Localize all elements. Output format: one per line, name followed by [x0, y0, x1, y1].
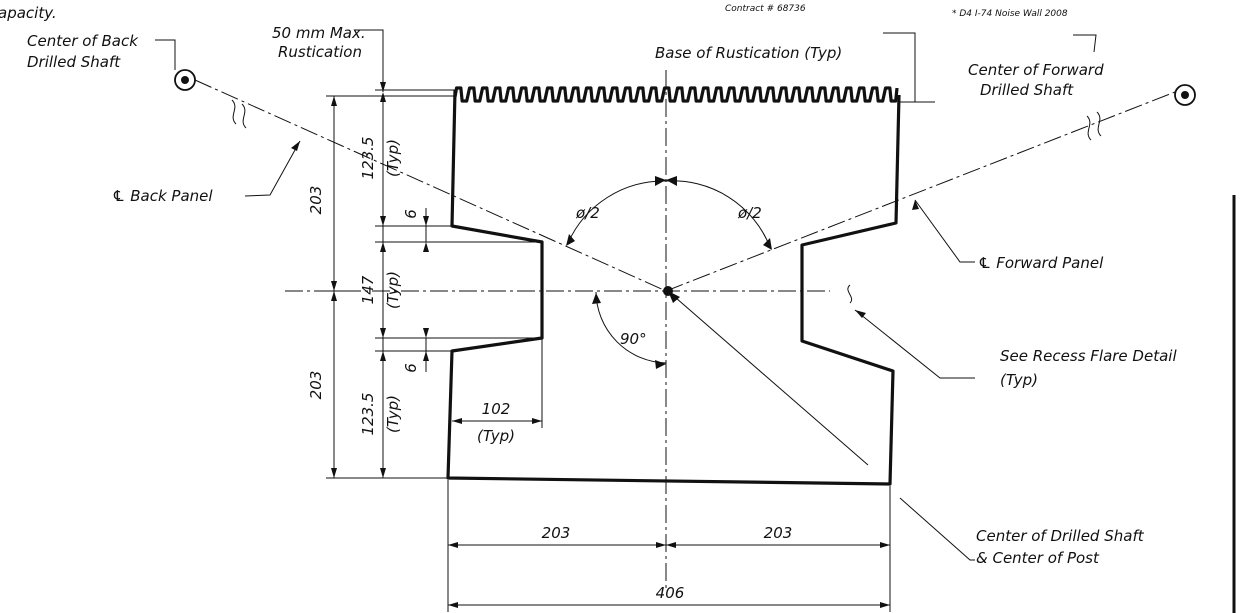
- dim-recess-depth: 102: [482, 400, 511, 418]
- header-note: apacity.: [0, 4, 57, 22]
- angle-90-label: 90°: [620, 330, 647, 348]
- back-panel-label: ℄ Back Panel: [112, 187, 213, 205]
- dim-recess: 147: [359, 275, 377, 304]
- dim-upper-flare: 6: [402, 209, 420, 219]
- back-shaft-label-2: Drilled Shaft: [27, 53, 121, 71]
- rustication-max-label-2: Rustication: [278, 43, 362, 61]
- center-post-label: Center of Drilled Shaft: [976, 527, 1145, 545]
- phi-arc: [567, 180, 771, 248]
- back-break-mark: [231, 99, 247, 129]
- base-rustication-label: Base of Rustication (Typ): [655, 44, 842, 62]
- back-shaft-label: Center of Back: [27, 32, 139, 50]
- right-angle-arc: [595, 291, 667, 364]
- dim-lower-flare: 6: [402, 363, 420, 373]
- recess-flare-label-2: (Typ): [1000, 371, 1038, 389]
- forward-break-mark: [1086, 111, 1102, 141]
- dim-lower-rust-typ: (Typ): [384, 395, 402, 433]
- right-angle-arrows: [592, 293, 666, 369]
- center-post-label-2: & Center of Post: [976, 549, 1100, 567]
- forward-shaft-label: Center of Forward: [968, 61, 1104, 79]
- dim-upper-total: 203: [307, 186, 325, 215]
- back-shaft-symbol: [174, 69, 196, 91]
- recess-flare-label: See Recess Flare Detail: [1000, 347, 1177, 365]
- recess-break-mark: [847, 284, 853, 304]
- radius-arrow: [668, 291, 680, 303]
- rustication-max-label: 50 mm Max.: [272, 24, 366, 42]
- phi-right-label: ø/2: [737, 204, 762, 222]
- contract-number: Contract # 68736: [725, 4, 806, 14]
- forward-panel-label: ℄ Forward Panel: [978, 254, 1104, 272]
- radius-line: [667, 290, 869, 466]
- dim-lower-total: 203: [307, 371, 325, 400]
- forward-shaft-symbol: [1174, 84, 1196, 106]
- forward-shaft-label-2: Drilled Shaft: [980, 81, 1074, 99]
- dim-upper-rust-typ: (Typ): [384, 139, 402, 177]
- dim-upper-rust: 123.5: [359, 137, 377, 180]
- project-name: * D4 I-74 Noise Wall 2008: [952, 9, 1068, 19]
- phi-left-label: ø/2: [575, 204, 600, 222]
- dim-bottom-total: 406: [656, 584, 685, 602]
- back-panel-centerline: [194, 79, 667, 292]
- forward-panel-centerline: [665, 91, 1176, 292]
- dim-recess-depth-typ: (Typ): [477, 427, 515, 445]
- dim-bottom-left: 203: [542, 524, 571, 542]
- dim-bottom-right: 203: [764, 524, 793, 542]
- dim-lower-rust: 123.5: [359, 393, 377, 436]
- post-outline: [446, 86, 901, 486]
- left-dimension-lines: [155, 29, 1097, 612]
- dimension-arrows: [291, 82, 919, 608]
- dim-recess-typ: (Typ): [384, 271, 402, 309]
